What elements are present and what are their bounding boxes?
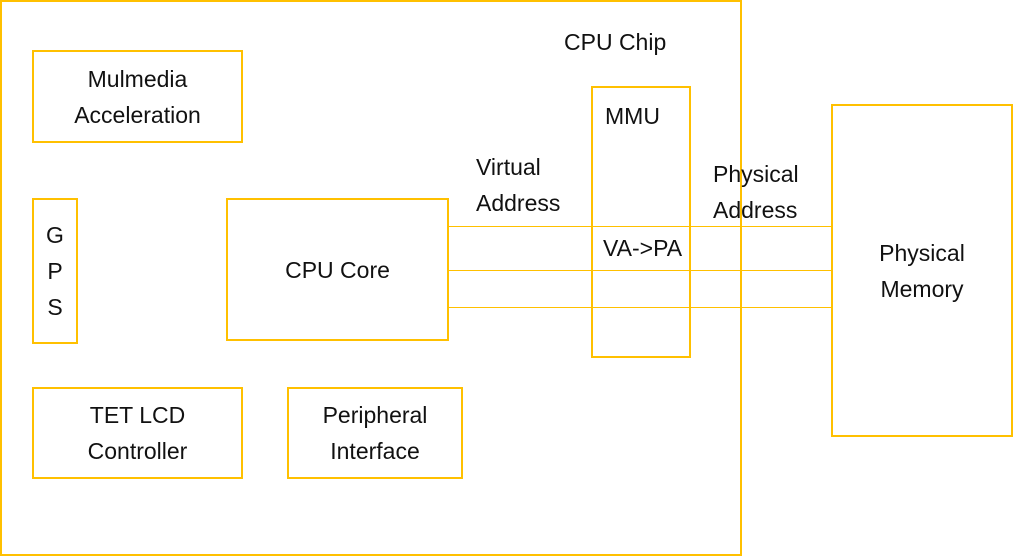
mmu-function-label: VA->PA xyxy=(603,235,683,261)
virtual-address-label-line2: Address xyxy=(476,190,561,216)
gps-block: G P S xyxy=(32,198,78,344)
cpu-chip-label: CPU Chip xyxy=(564,29,667,55)
tft-lcd-controller-label: TET LCD Controller xyxy=(87,402,188,464)
mmu-block xyxy=(591,86,691,358)
gps-letter-s: S xyxy=(47,294,63,320)
physical-memory-block: Physical Memory xyxy=(831,104,1013,437)
tft-lcd-controller-block: TET LCD Controller xyxy=(32,387,243,479)
physical-address-label-line2: Address xyxy=(713,197,798,223)
peripheral-interface-label: Peripheral Interface xyxy=(322,402,428,464)
physical-memory-label: Physical Memory xyxy=(879,239,965,302)
mmu-label: MMU xyxy=(605,103,660,129)
address-bus-line-3 xyxy=(448,307,832,308)
peripheral-interface-block: Peripheral Interface xyxy=(287,387,463,479)
gps-letter-g: G xyxy=(46,222,64,248)
multimedia-acceleration-block: Mulmedia Acceleration xyxy=(32,50,243,143)
cpu-chip-boundary xyxy=(0,0,742,556)
address-bus-line-1 xyxy=(448,226,832,227)
gps-letter-p: P xyxy=(47,258,63,284)
physical-address-label-line1: Physical xyxy=(713,161,799,187)
cpu-core-block: CPU Core xyxy=(226,198,449,341)
virtual-address-label-line1: Virtual xyxy=(476,154,541,180)
address-bus-line-2 xyxy=(448,270,832,271)
multimedia-acceleration-label: Mulmedia Acceleration xyxy=(74,65,201,128)
cpu-core-label: CPU Core xyxy=(285,256,390,283)
